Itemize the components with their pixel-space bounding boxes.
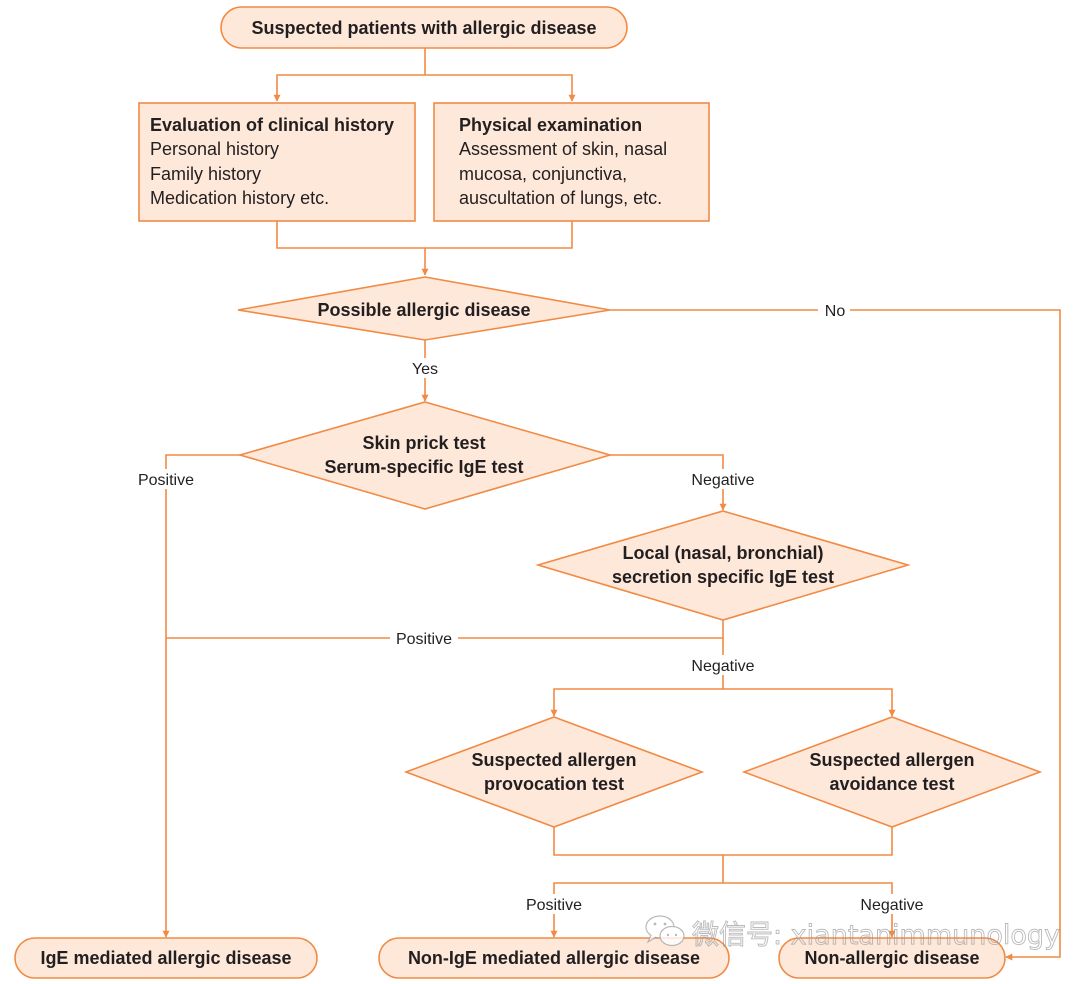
clinical-history-line: Medication history etc. bbox=[150, 188, 329, 208]
local-test-line: secretion specific IgE test bbox=[612, 567, 834, 587]
avoidance-line: avoidance test bbox=[829, 774, 954, 794]
non-allergic-text: Non-allergic disease bbox=[804, 948, 979, 968]
physical-exam-line: mucosa, conjunctiva, bbox=[459, 164, 627, 184]
label-skin-positive: Positive bbox=[138, 472, 194, 489]
edge-to-avoidance bbox=[723, 688, 896, 717]
edge-start-to-physical bbox=[425, 74, 576, 102]
edge-skin-negative bbox=[610, 454, 727, 511]
node-possible-allergic-disease: Possible allergic disease bbox=[237, 276, 611, 341]
node-skin-prick-test: Skin prick test Serum-specific IgE test bbox=[237, 401, 613, 510]
local-test-line: Local (nasal, bronchial) bbox=[622, 543, 823, 563]
edge-to-provocation bbox=[550, 688, 723, 717]
physical-exam-line: Assessment of skin, nasal bbox=[459, 139, 667, 159]
label-skin-negative: Negative bbox=[691, 472, 754, 489]
node-avoidance-test: Suspected allergen avoidance test bbox=[741, 716, 1043, 828]
watermark-text: 微信号: xiantanimmunology bbox=[692, 920, 1060, 951]
label-final-negative: Negative bbox=[860, 897, 923, 914]
possible-allergic-text: Possible allergic disease bbox=[317, 300, 530, 320]
node-non-ige-mediated: Non-IgE mediated allergic disease bbox=[378, 937, 730, 979]
node-local-ige-test: Local (nasal, bronchial) secretion speci… bbox=[535, 510, 911, 621]
edge-boxes-merge bbox=[276, 221, 573, 249]
node-provocation-test: Suspected allergen provocation test bbox=[403, 716, 705, 828]
node-clinical-history: Evaluation of clinical history Personal … bbox=[138, 102, 416, 222]
clinical-history-line: Personal history bbox=[150, 139, 279, 159]
node-start-text: Suspected patients with allergic disease bbox=[251, 18, 596, 38]
provocation-line: Suspected allergen bbox=[471, 750, 636, 770]
label-no: No bbox=[825, 303, 846, 320]
provocation-line: provocation test bbox=[484, 774, 624, 794]
edge-tests-merge bbox=[553, 827, 893, 856]
edge-start-to-history bbox=[273, 74, 425, 102]
wechat-icon bbox=[645, 915, 685, 947]
node-start: Suspected patients with allergic disease bbox=[220, 6, 628, 49]
nodes: Suspected patients with allergic disease… bbox=[14, 6, 1043, 979]
watermark: 微信号: xiantanimmunology bbox=[645, 915, 1061, 951]
label-local-positive: Positive bbox=[396, 631, 452, 648]
physical-exam-line: auscultation of lungs, etc. bbox=[459, 188, 662, 208]
non-ige-mediated-text: Non-IgE mediated allergic disease bbox=[408, 948, 700, 968]
avoidance-line: Suspected allergen bbox=[809, 750, 974, 770]
clinical-history-title: Evaluation of clinical history bbox=[150, 115, 394, 135]
node-ige-mediated: IgE mediated allergic disease bbox=[14, 937, 318, 979]
edge-labels: No Yes Positive Negative Positive Negati… bbox=[130, 300, 932, 914]
label-yes: Yes bbox=[412, 361, 438, 378]
edge-final-negative bbox=[723, 882, 896, 938]
label-final-positive: Positive bbox=[526, 897, 582, 914]
edge-skin-positive bbox=[162, 454, 240, 938]
node-physical-examination: Physical examination Assessment of skin,… bbox=[433, 102, 710, 222]
edge-no bbox=[610, 309, 1061, 961]
clinical-history-line: Family history bbox=[150, 164, 261, 184]
ige-mediated-text: IgE mediated allergic disease bbox=[40, 948, 291, 968]
node-non-allergic: Non-allergic disease bbox=[778, 937, 1006, 979]
skin-test-line: Skin prick test bbox=[362, 433, 485, 453]
label-local-negative: Negative bbox=[691, 658, 754, 675]
physical-exam-title: Physical examination bbox=[459, 115, 642, 135]
edge-final-positive bbox=[550, 882, 723, 938]
skin-test-line: Serum-specific IgE test bbox=[324, 457, 523, 477]
